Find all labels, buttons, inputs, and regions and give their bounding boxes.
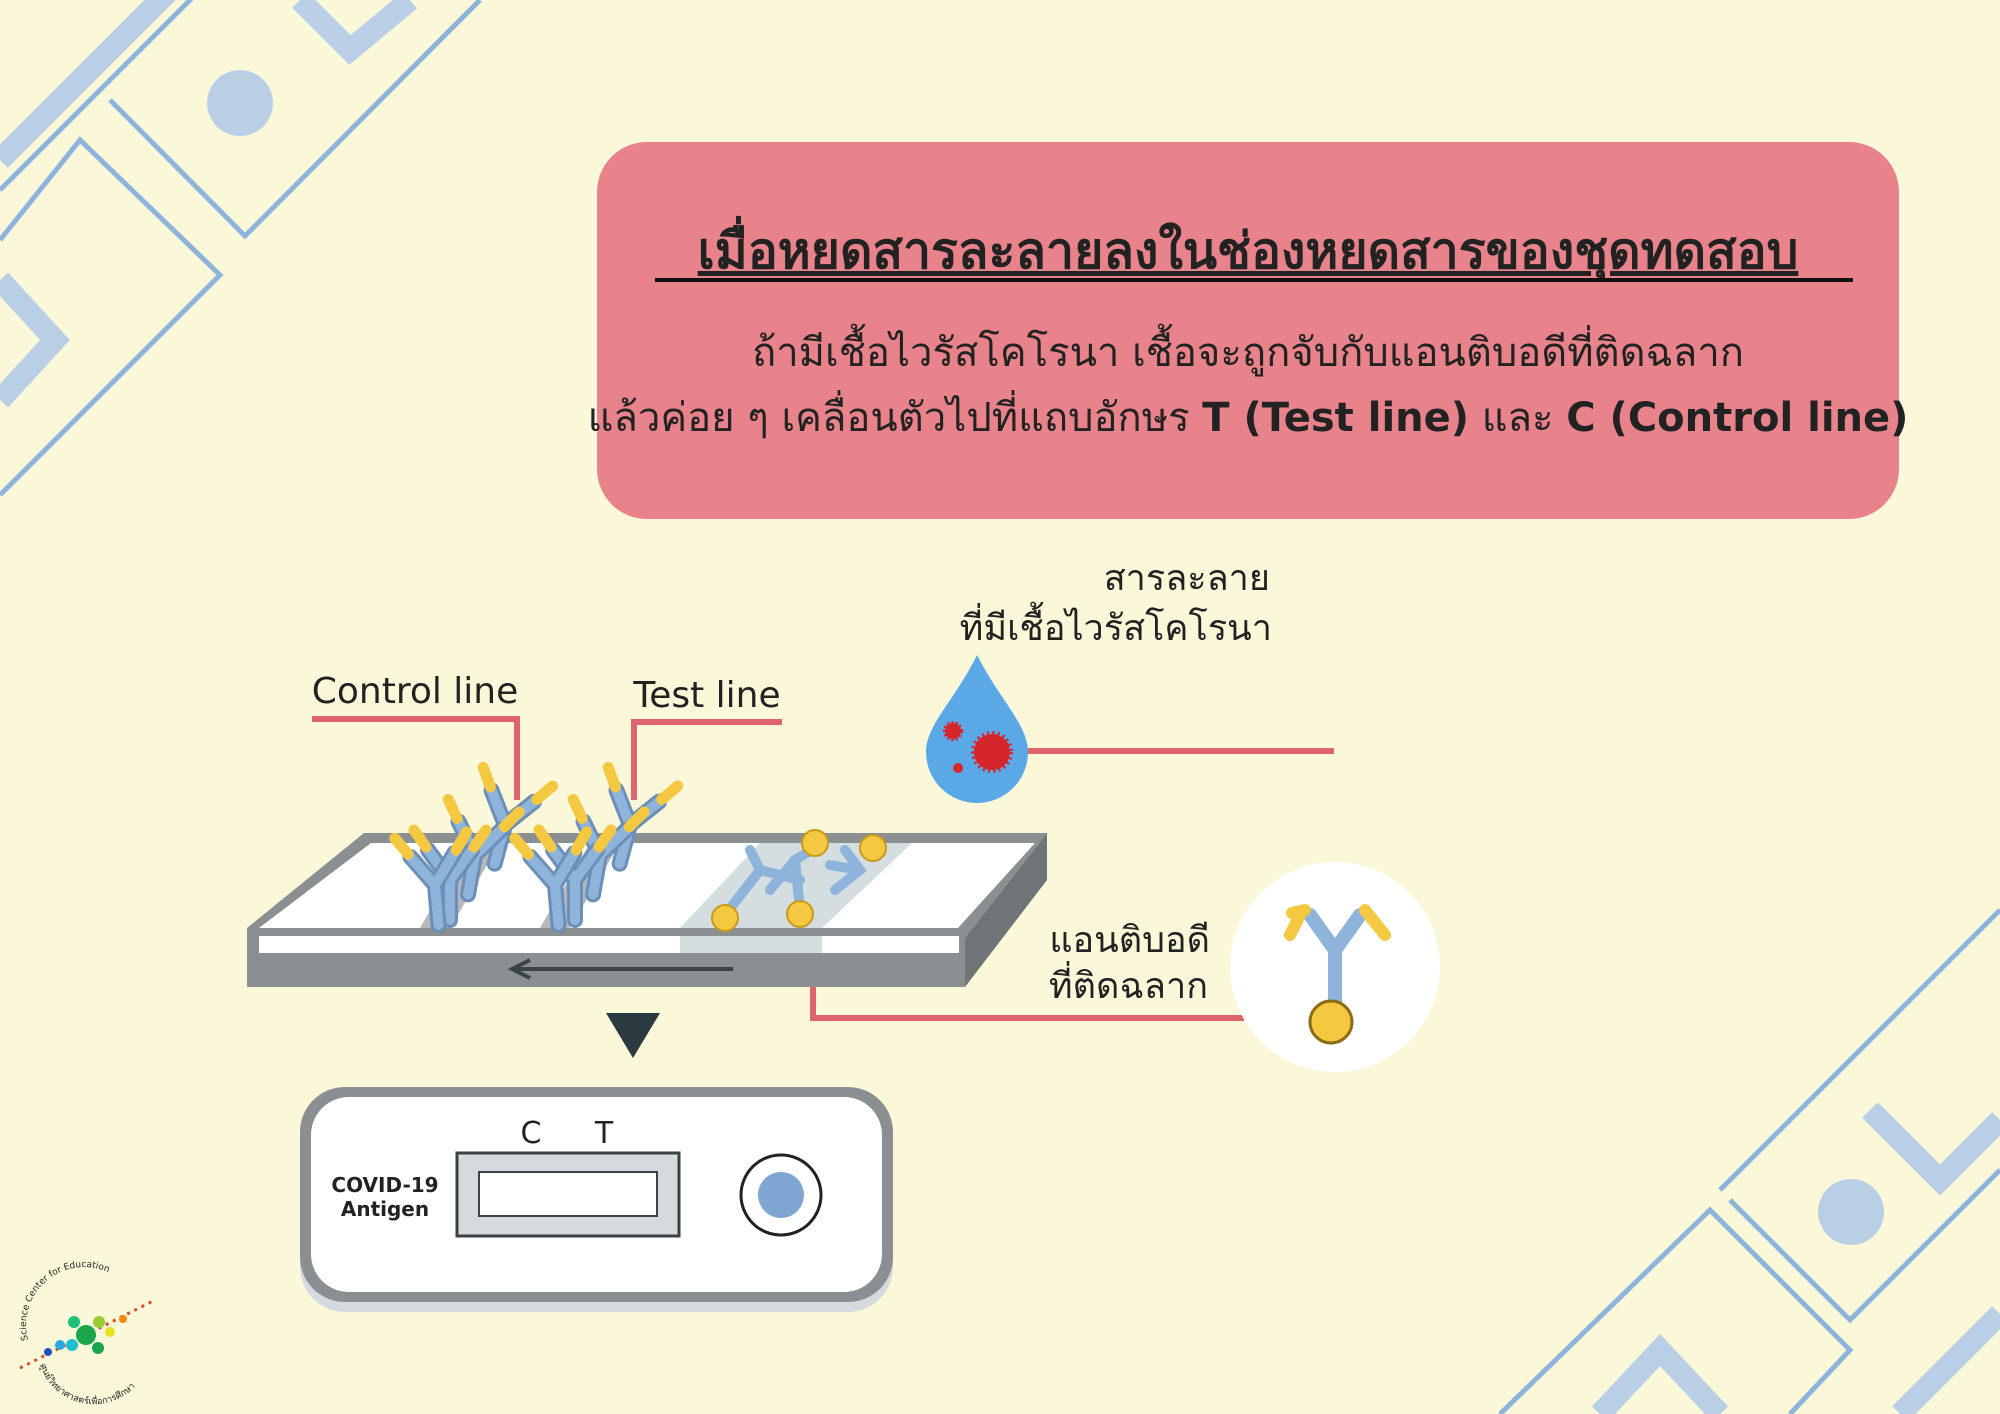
down-arrow-icon	[606, 1013, 660, 1058]
cassette-name-1: COVID-19	[331, 1173, 438, 1197]
solution-label-1: สารละลาย	[1104, 558, 1270, 599]
test-cassette	[300, 1087, 893, 1312]
antibody-label-2: ที่ติดฉลาก	[1049, 961, 1208, 1007]
banner-line-2: แล้วค่อย ๆ เคลื่อนตัวไปที่แถบอักษร T (Te…	[588, 390, 1909, 441]
control-line-label: Control line	[312, 671, 519, 712]
virus-icon	[953, 763, 963, 773]
logo-text-th: ศูนย์วิทยาศาสตร์เพื่อการศึกษา	[37, 1362, 137, 1407]
virus-drop	[926, 655, 1028, 803]
banner	[597, 142, 1899, 519]
labeled-antibodies-on-strip	[711, 829, 887, 932]
decor-dot	[207, 70, 273, 136]
science-center-logo: Science Center for Education ศูนย์วิทยาศ…	[19, 1260, 156, 1407]
labeled-antibody-icon	[1284, 904, 1391, 1045]
arrow-head-icon	[507, 958, 531, 980]
solution-label-2: ที่มีเชื้อไวรัสโคโรนา	[960, 601, 1272, 649]
logo-text-en: Science Center for Education	[19, 1260, 111, 1342]
test-line-label: Test line	[632, 675, 780, 716]
cassette-c-label: C	[521, 1116, 542, 1151]
virus-icon	[943, 721, 963, 741]
virus-icon	[971, 731, 1013, 773]
banner-title: เมื่อหยดสารละลายลงในช่องหยดสารของชุดทดสอ…	[698, 216, 1799, 282]
antibody-label-1: แอนติบอดี	[1049, 920, 1210, 961]
test-strip	[247, 833, 1047, 987]
cassette-t-label: T	[594, 1116, 614, 1151]
cassette-name-2: Antigen	[341, 1197, 429, 1221]
decor-dot	[1818, 1179, 1884, 1245]
banner-line-1: ถ้ามีเชื้อไวรัสโคโรนา เชื้อจะถูกจับกับแอ…	[752, 323, 1744, 376]
